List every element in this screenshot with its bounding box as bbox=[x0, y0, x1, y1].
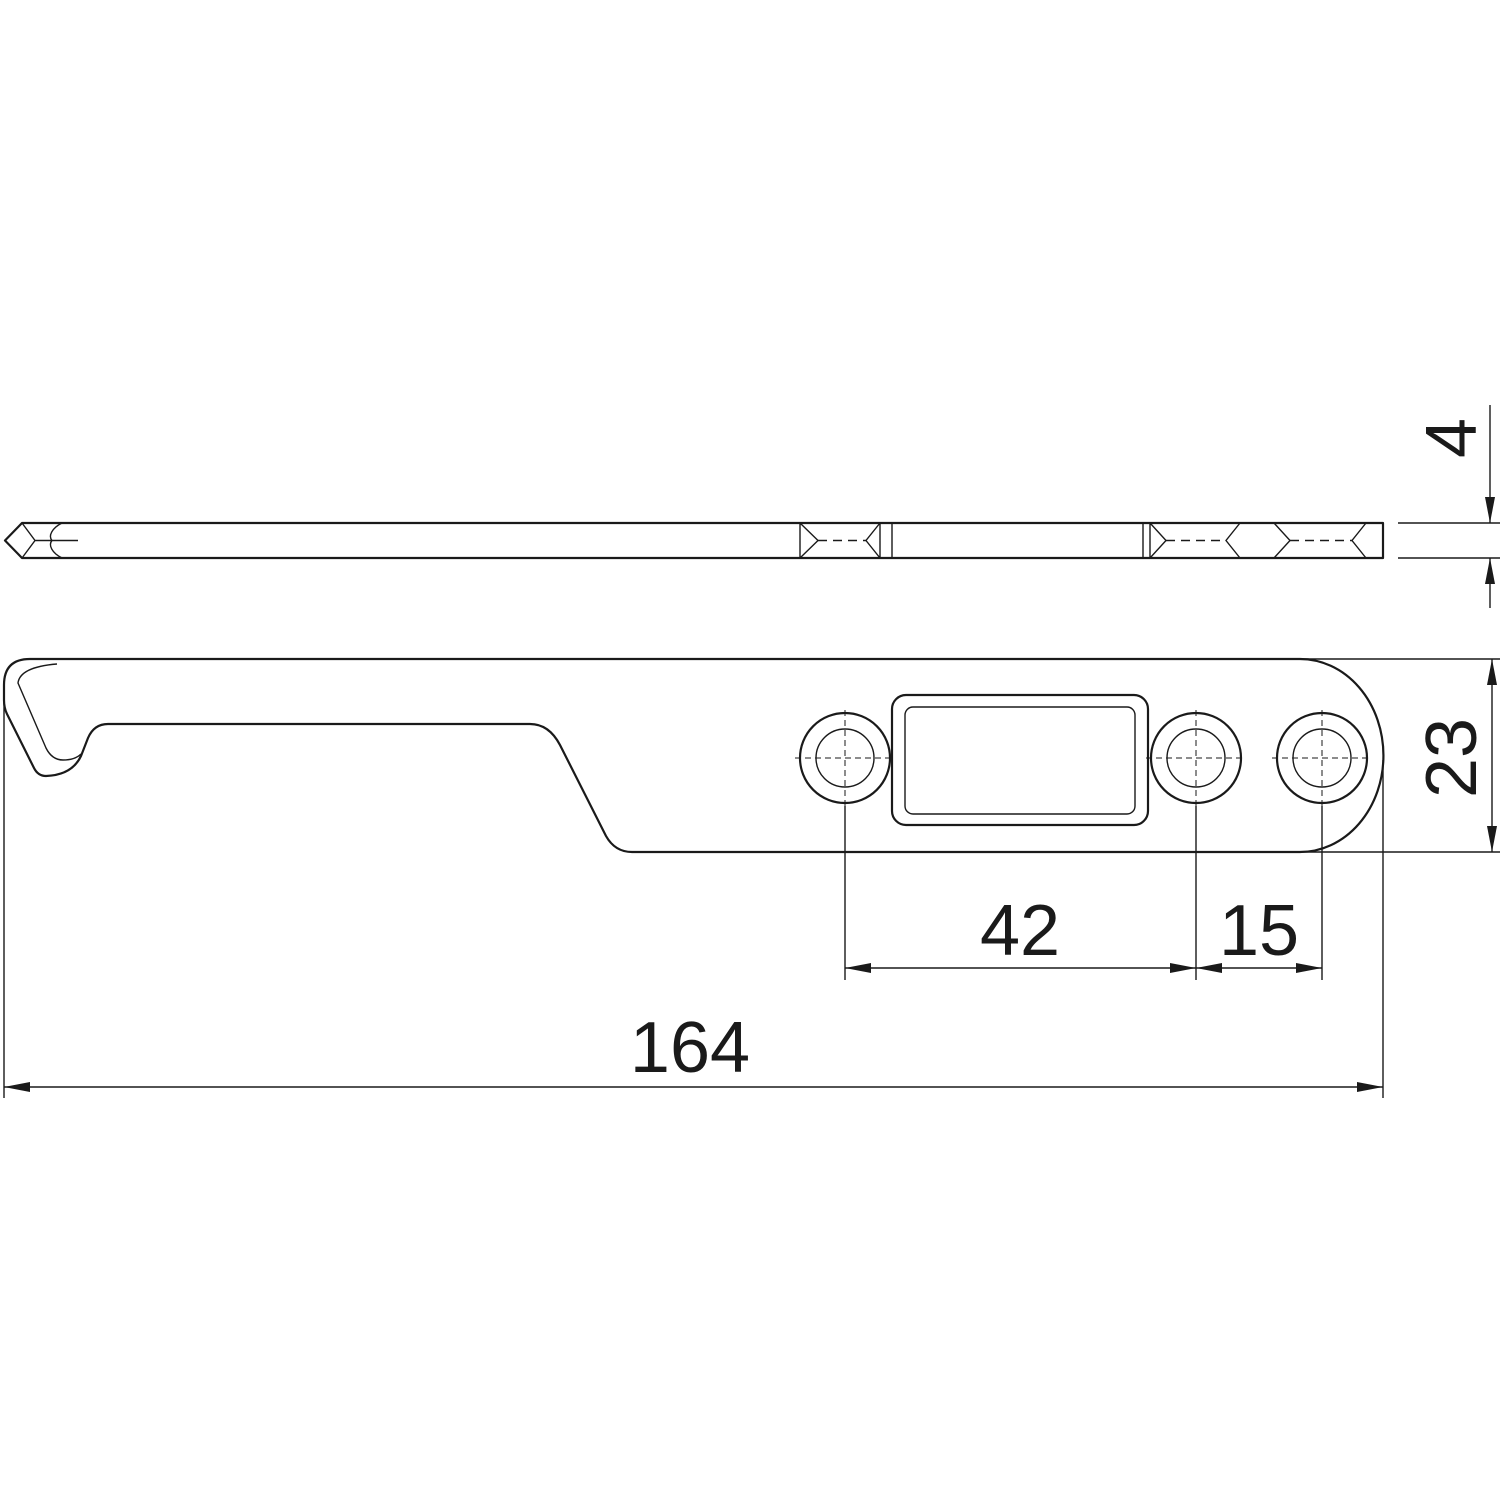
spacing-a-arrow-left bbox=[845, 963, 871, 973]
side-view bbox=[3, 521, 1385, 560]
top-view bbox=[2, 657, 1385, 854]
slot-outer bbox=[890, 693, 1150, 827]
width-arrow-top bbox=[1487, 659, 1497, 685]
spacing-b-arrow-right bbox=[1296, 963, 1322, 973]
hole-1 bbox=[795, 710, 895, 806]
length-label: 164 bbox=[630, 1008, 750, 1088]
hole-spacing-dimensions: 42 15 bbox=[844, 806, 1323, 980]
spacing-b-arrow-left bbox=[1196, 963, 1222, 973]
side-view-outline bbox=[3, 521, 1385, 560]
side-view-countersink-1 bbox=[799, 522, 893, 559]
plate-outline bbox=[2, 657, 1385, 854]
length-dimension: 164 bbox=[3, 700, 1384, 1098]
width-arrow-bottom bbox=[1487, 826, 1497, 852]
spacing-a-arrow-right bbox=[1170, 963, 1196, 973]
slot-inner bbox=[904, 706, 1136, 815]
length-arrow-right bbox=[1357, 1082, 1383, 1092]
hole-2 bbox=[1146, 710, 1246, 806]
width-dimension: 23 bbox=[1300, 658, 1500, 853]
thickness-arrow-bottom bbox=[1485, 558, 1495, 584]
thickness-arrow-top bbox=[1485, 497, 1495, 523]
side-view-tip-detail bbox=[21, 522, 78, 559]
thickness-label: 4 bbox=[1412, 418, 1492, 458]
thickness-dimension: 4 bbox=[1398, 405, 1500, 608]
length-arrow-left bbox=[4, 1082, 30, 1092]
hole-3 bbox=[1272, 710, 1372, 806]
spacing-a-label: 42 bbox=[980, 891, 1060, 971]
hook-inner-contour bbox=[17, 663, 82, 761]
side-view-countersink-2 bbox=[1142, 522, 1241, 559]
spacing-b-label: 15 bbox=[1219, 891, 1299, 971]
width-label: 23 bbox=[1412, 718, 1492, 798]
